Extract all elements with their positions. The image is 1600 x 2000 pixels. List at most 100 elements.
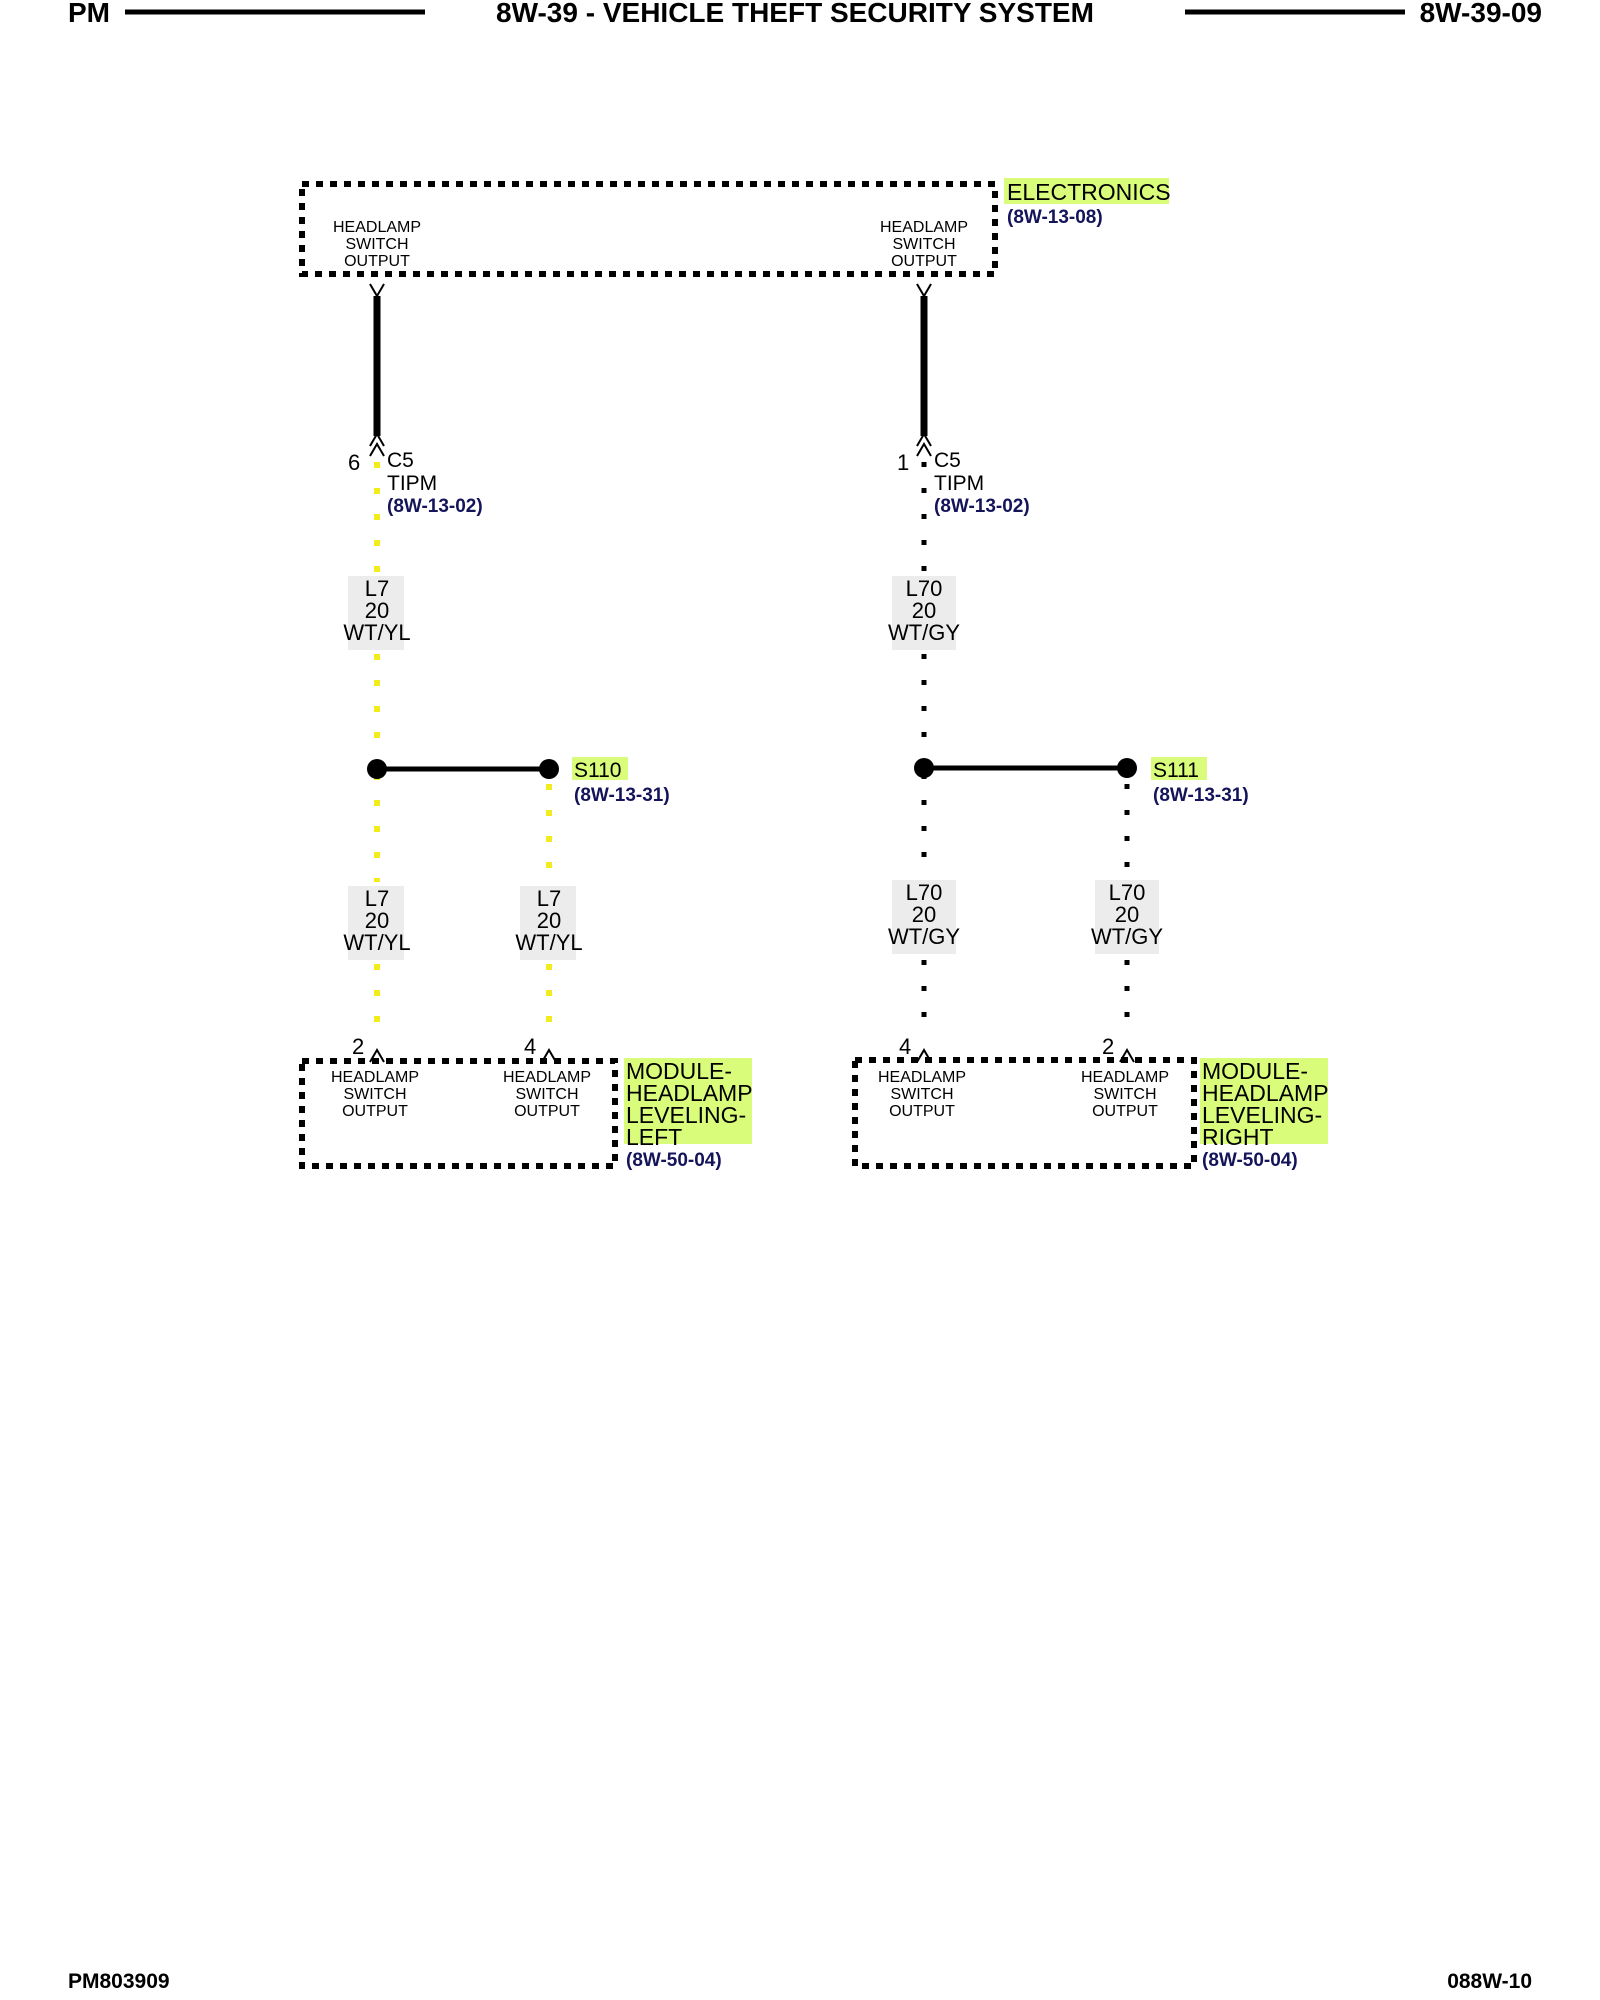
module-right-output-b: HEADLAMP SWITCH OUTPUT bbox=[1081, 1069, 1169, 1120]
splice-left-node-a bbox=[367, 759, 387, 779]
module-left-name: MODULE- HEADLAMP LEVELING- LEFT bbox=[626, 1058, 753, 1150]
svg-text:WT/YL: WT/YL bbox=[515, 930, 582, 955]
electronics-left-output: HEADLAMP SWITCH OUTPUT bbox=[333, 219, 421, 270]
splice-right-node-b bbox=[1117, 758, 1137, 778]
svg-text:OUTPUT: OUTPUT bbox=[891, 253, 957, 270]
svg-text:20: 20 bbox=[912, 598, 936, 623]
splice-left-highlight bbox=[572, 757, 628, 780]
svg-text:SWITCH: SWITCH bbox=[515, 1086, 578, 1103]
svg-text:HEADLAMP: HEADLAMP bbox=[331, 1069, 419, 1086]
svg-text:HEADLAMP: HEADLAMP bbox=[503, 1069, 591, 1086]
svg-text:WT/GY: WT/GY bbox=[888, 924, 960, 949]
splice-right-node-a bbox=[914, 758, 934, 778]
tipm-left-ref: (8W-13-02) bbox=[387, 496, 483, 517]
footer-left: PM803909 bbox=[68, 1970, 170, 1993]
header-left: PM bbox=[68, 0, 110, 28]
svg-text:WT/YL: WT/YL bbox=[343, 930, 410, 955]
svg-text:LEVELING-: LEVELING- bbox=[626, 1102, 746, 1128]
wire-label-left-upper: L7 20 WT/YL bbox=[343, 576, 411, 650]
svg-text:20: 20 bbox=[912, 902, 936, 927]
wire-label-left-lower-b: L7 20 WT/YL bbox=[515, 886, 583, 960]
svg-text:HEADLAMP: HEADLAMP bbox=[880, 219, 968, 236]
tipm-left-pin: 6 bbox=[348, 450, 360, 475]
connector-male-right-1 bbox=[916, 432, 932, 447]
svg-text:20: 20 bbox=[365, 598, 389, 623]
svg-text:L70: L70 bbox=[1109, 880, 1146, 905]
svg-text:OUTPUT: OUTPUT bbox=[889, 1103, 955, 1120]
svg-text:20: 20 bbox=[1115, 902, 1139, 927]
svg-text:WT/GY: WT/GY bbox=[888, 620, 960, 645]
svg-text:LEFT: LEFT bbox=[626, 1124, 682, 1150]
svg-text:L7: L7 bbox=[365, 576, 389, 601]
svg-text:HEADLAMP: HEADLAMP bbox=[1081, 1069, 1169, 1086]
svg-text:HEADLAMP: HEADLAMP bbox=[1202, 1080, 1329, 1106]
svg-text:MODULE-: MODULE- bbox=[1202, 1058, 1308, 1084]
tipm-right-connector: C5 bbox=[934, 449, 961, 472]
svg-text:HEADLAMP: HEADLAMP bbox=[878, 1069, 966, 1086]
splice-left-ref: (8W-13-31) bbox=[574, 785, 670, 806]
electronics-highlight bbox=[1004, 178, 1169, 204]
svg-text:WT/GY: WT/GY bbox=[1091, 924, 1163, 949]
header-title: 8W-39 - VEHICLE THEFT SECURITY SYSTEM bbox=[496, 0, 1094, 28]
connector-male-left-1 bbox=[369, 432, 385, 447]
tipm-right-name: TIPM bbox=[934, 472, 984, 495]
svg-text:L70: L70 bbox=[906, 576, 943, 601]
module-right-name: MODULE- HEADLAMP LEVELING- RIGHT bbox=[1202, 1058, 1329, 1150]
wire-label-left-lower-a: L7 20 WT/YL bbox=[343, 886, 411, 960]
svg-text:HEADLAMP: HEADLAMP bbox=[626, 1080, 753, 1106]
connector-male-left-2 bbox=[369, 442, 385, 457]
svg-text:L7: L7 bbox=[537, 886, 561, 911]
svg-text:20: 20 bbox=[365, 908, 389, 933]
footer-right: 088W-10 bbox=[1447, 1970, 1532, 1993]
svg-text:WT/YL: WT/YL bbox=[343, 620, 410, 645]
wire-label-right-lower-a: L70 20 WT/GY bbox=[888, 880, 960, 954]
electronics-right-output: HEADLAMP SWITCH OUTPUT bbox=[880, 219, 968, 270]
svg-text:OUTPUT: OUTPUT bbox=[514, 1103, 580, 1120]
svg-text:MODULE-: MODULE- bbox=[626, 1058, 732, 1084]
connector-female-right bbox=[916, 283, 932, 298]
splice-right-highlight bbox=[1151, 757, 1207, 780]
splice-left-name: S110 bbox=[574, 759, 622, 782]
tipm-right-pin: 1 bbox=[897, 450, 909, 475]
module-left-box bbox=[299, 1058, 618, 1169]
splice-right-name: S111 bbox=[1153, 759, 1199, 782]
electronics-name: ELECTRONICS bbox=[1007, 179, 1171, 205]
svg-text:OUTPUT: OUTPUT bbox=[344, 253, 410, 270]
module-left-output-a: HEADLAMP SWITCH OUTPUT bbox=[331, 1069, 419, 1120]
svg-text:OUTPUT: OUTPUT bbox=[342, 1103, 408, 1120]
svg-text:20: 20 bbox=[537, 908, 561, 933]
module-right-ref: (8W-50-04) bbox=[1202, 1150, 1298, 1171]
connector-male-right-2 bbox=[916, 442, 932, 457]
module-right-highlight bbox=[1200, 1058, 1328, 1144]
module-right-output-a: HEADLAMP SWITCH OUTPUT bbox=[878, 1069, 966, 1120]
module-left-output-b: HEADLAMP SWITCH OUTPUT bbox=[503, 1069, 591, 1120]
wire-label-right-lower-b: L70 20 WT/GY bbox=[1091, 880, 1163, 954]
svg-text:SWITCH: SWITCH bbox=[892, 236, 955, 253]
svg-text:HEADLAMP: HEADLAMP bbox=[333, 219, 421, 236]
electronics-ref: (8W-13-08) bbox=[1007, 207, 1103, 228]
tipm-right-ref: (8W-13-02) bbox=[934, 496, 1030, 517]
module-right-box bbox=[852, 1057, 1197, 1169]
svg-text:SWITCH: SWITCH bbox=[1093, 1086, 1156, 1103]
tipm-left-connector: C5 bbox=[387, 449, 414, 472]
svg-text:L7: L7 bbox=[365, 886, 389, 911]
svg-text:SWITCH: SWITCH bbox=[343, 1086, 406, 1103]
tipm-left-name: TIPM bbox=[387, 472, 437, 495]
module-right-pin-a: 4 bbox=[899, 1034, 911, 1059]
splice-left-node-b bbox=[539, 759, 559, 779]
header-right: 8W-39-09 bbox=[1420, 0, 1542, 28]
svg-text:LEVELING-: LEVELING- bbox=[1202, 1102, 1322, 1128]
module-right-pin-b: 2 bbox=[1102, 1034, 1114, 1059]
svg-text:SWITCH: SWITCH bbox=[345, 236, 408, 253]
connector-female-left bbox=[369, 283, 385, 298]
module-left-pin-b: 4 bbox=[524, 1034, 536, 1059]
svg-text:L70: L70 bbox=[906, 880, 943, 905]
module-left-pin-a: 2 bbox=[352, 1034, 364, 1059]
wire-label-right-upper: L70 20 WT/GY bbox=[888, 576, 960, 650]
svg-text:RIGHT: RIGHT bbox=[1202, 1124, 1274, 1150]
module-left-ref: (8W-50-04) bbox=[626, 1150, 722, 1171]
svg-text:OUTPUT: OUTPUT bbox=[1092, 1103, 1158, 1120]
svg-text:SWITCH: SWITCH bbox=[890, 1086, 953, 1103]
module-left-highlight bbox=[624, 1058, 752, 1144]
